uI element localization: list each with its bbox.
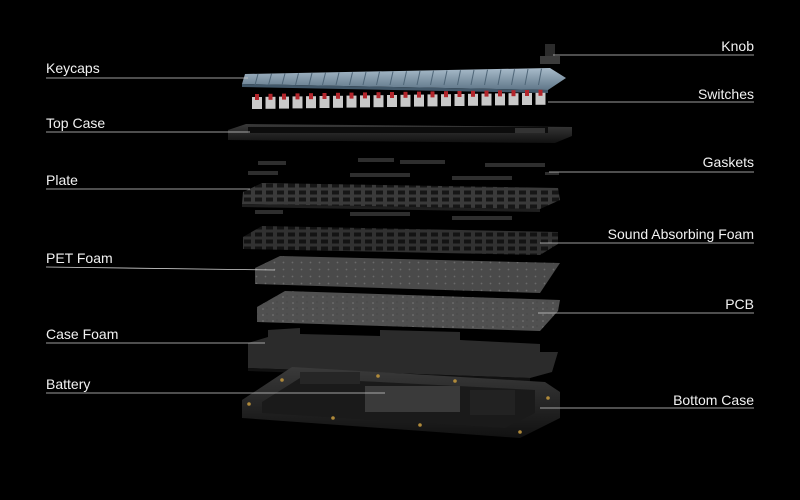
switch-stem <box>255 94 259 100</box>
switch-body <box>414 94 424 107</box>
plate-part <box>242 183 560 220</box>
label-bottom-case: Bottom Case <box>673 392 754 408</box>
switch-body <box>468 93 478 106</box>
switch-stem <box>538 89 543 96</box>
switch-body <box>535 92 546 105</box>
switch-stem <box>430 91 435 98</box>
switch-body <box>265 96 276 109</box>
switch-body <box>252 97 262 109</box>
pet-foam-part <box>255 256 560 293</box>
screw <box>518 430 522 434</box>
top-case-part <box>228 124 572 143</box>
switch-stem <box>403 91 408 98</box>
screw <box>418 423 422 427</box>
switch-body <box>427 94 438 107</box>
sound-absorbing-foam-part <box>243 226 558 255</box>
switch-stem <box>471 90 475 97</box>
switch-stem <box>295 93 300 100</box>
switch-stem <box>525 90 529 96</box>
switch-body <box>346 95 357 108</box>
switch-body <box>508 93 519 106</box>
label-keycaps: Keycaps <box>46 60 100 76</box>
label-top-case: Top Case <box>46 115 106 131</box>
label-sound-absorbing-foam: Sound Absorbing Foam <box>607 226 754 242</box>
switch-stem <box>498 90 502 97</box>
switch-stem <box>268 93 273 100</box>
switch-body <box>360 95 370 108</box>
switch-stem <box>484 90 489 97</box>
leader-pet-foam <box>45 266 276 271</box>
keycaps-part <box>242 68 566 93</box>
switch-body <box>454 94 465 106</box>
switch-body <box>481 93 492 106</box>
switch-body <box>387 95 397 107</box>
switch-body <box>495 93 505 106</box>
screw <box>280 378 284 382</box>
knob-part <box>540 44 560 64</box>
label-knob: Knob <box>721 38 754 54</box>
switch-stem <box>457 91 462 97</box>
switch-stem <box>322 93 327 99</box>
switch-body <box>279 96 289 109</box>
switch-stem <box>282 93 286 100</box>
switch-body <box>441 94 451 107</box>
switch-body <box>373 95 384 108</box>
screw <box>376 374 380 378</box>
label-battery: Battery <box>46 376 91 392</box>
switch-body <box>292 96 303 109</box>
screw <box>453 379 457 383</box>
screw <box>331 416 335 420</box>
label-gaskets: Gaskets <box>702 154 754 170</box>
screw <box>546 396 550 400</box>
switch-stem <box>363 92 367 99</box>
switch-body <box>333 95 343 108</box>
pcb-part <box>257 291 560 331</box>
switches-part <box>252 89 546 109</box>
switch-stem <box>444 91 448 98</box>
label-pcb: PCB <box>725 296 754 312</box>
switch-stem <box>349 92 354 99</box>
switch-body <box>522 93 532 105</box>
switch-body <box>319 96 330 108</box>
switch-stem <box>309 93 313 100</box>
label-case-foam: Case Foam <box>46 326 119 342</box>
switch-body <box>400 94 411 107</box>
switch-stem <box>336 92 340 99</box>
gaskets-part <box>248 158 559 180</box>
switch-stem <box>417 91 421 98</box>
leader-lines <box>45 54 754 409</box>
switch-stem <box>390 92 394 98</box>
screw <box>247 402 251 406</box>
switch-stem <box>376 92 381 99</box>
switch-stem <box>511 90 516 97</box>
switch-body <box>306 96 316 109</box>
bottom-case-part <box>242 367 560 438</box>
label-pet-foam: PET Foam <box>46 250 113 266</box>
label-plate: Plate <box>46 172 78 188</box>
label-switches: Switches <box>697 86 754 102</box>
